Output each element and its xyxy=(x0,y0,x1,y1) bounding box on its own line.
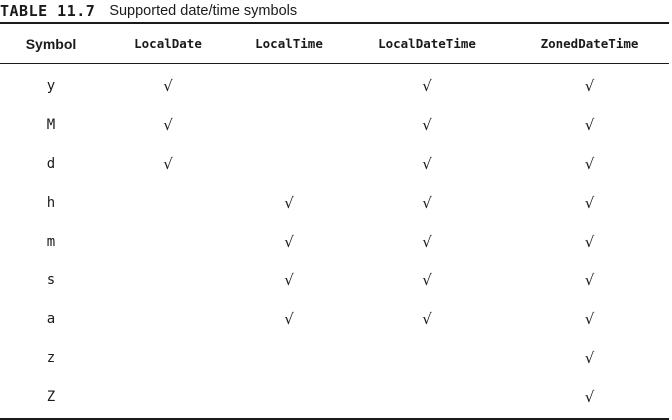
symbol-cell: M xyxy=(46,117,56,134)
localdatetime-cell: √ xyxy=(422,310,432,329)
table-row: a √ √ √ xyxy=(0,300,669,339)
header-localdatetime: LocalDateTime xyxy=(378,36,476,51)
header-symbol: Symbol xyxy=(25,35,77,52)
table-body: y √ √ √ M √ √ √ d √ √ √ h √ √ √ m xyxy=(0,64,669,418)
zoneddatetime-cell: √ xyxy=(584,387,595,406)
zoneddatetime-cell: √ xyxy=(584,154,595,173)
zoneddatetime-cell: √ xyxy=(584,116,595,135)
table-row: s √ √ √ xyxy=(0,261,669,300)
table-row: M √ √ √ xyxy=(0,106,669,145)
zoneddatetime-cell: √ xyxy=(584,271,595,290)
localdatetime-cell: √ xyxy=(422,232,432,251)
header-zoneddatetime: ZonedDateTime xyxy=(540,36,639,51)
table-row: y √ √ √ xyxy=(0,67,669,106)
header-localtime: LocalTime xyxy=(255,36,323,51)
localdatetime-cell: √ xyxy=(422,77,432,96)
localdate-cell: √ xyxy=(163,77,173,96)
table-row: Z √ xyxy=(0,377,669,416)
table-number: TABLE 11.7 xyxy=(0,2,96,20)
zoneddatetime-cell: √ xyxy=(584,77,595,96)
table-row: m √ √ √ xyxy=(0,222,669,261)
symbols-table: Symbol LocalDate LocalTime LocalDateTime… xyxy=(0,22,669,420)
table-title: Supported date/time symbols xyxy=(109,3,298,19)
symbol-cell: a xyxy=(46,311,56,328)
zoneddatetime-cell: √ xyxy=(584,348,595,367)
localtime-cell: √ xyxy=(284,193,294,212)
localdate-cell: √ xyxy=(163,154,173,173)
localtime-cell: √ xyxy=(284,232,294,251)
table-header-row: Symbol LocalDate LocalTime LocalDateTime… xyxy=(0,24,669,64)
table-caption: TABLE 11.7 Supported date/time symbols xyxy=(0,0,297,22)
localdatetime-cell: √ xyxy=(422,154,432,173)
header-localdate: LocalDate xyxy=(134,36,202,51)
symbol-cell: y xyxy=(46,78,56,95)
symbol-cell: d xyxy=(46,155,56,172)
zoneddatetime-cell: √ xyxy=(584,310,595,329)
localdatetime-cell: √ xyxy=(422,271,432,290)
symbol-cell: h xyxy=(46,194,56,211)
localtime-cell: √ xyxy=(284,271,294,290)
localtime-cell: √ xyxy=(284,310,294,329)
symbol-cell: s xyxy=(46,272,56,289)
zoneddatetime-cell: √ xyxy=(584,232,595,251)
zoneddatetime-cell: √ xyxy=(584,193,595,212)
symbol-cell: m xyxy=(46,233,56,250)
table-row: z √ xyxy=(0,339,669,378)
table-row: h √ √ √ xyxy=(0,183,669,222)
symbol-cell: z xyxy=(46,349,56,366)
localdatetime-cell: √ xyxy=(422,116,432,135)
localdate-cell: √ xyxy=(163,116,173,135)
symbol-cell: Z xyxy=(46,388,56,405)
localdatetime-cell: √ xyxy=(422,193,432,212)
table-row: d √ √ √ xyxy=(0,145,669,184)
